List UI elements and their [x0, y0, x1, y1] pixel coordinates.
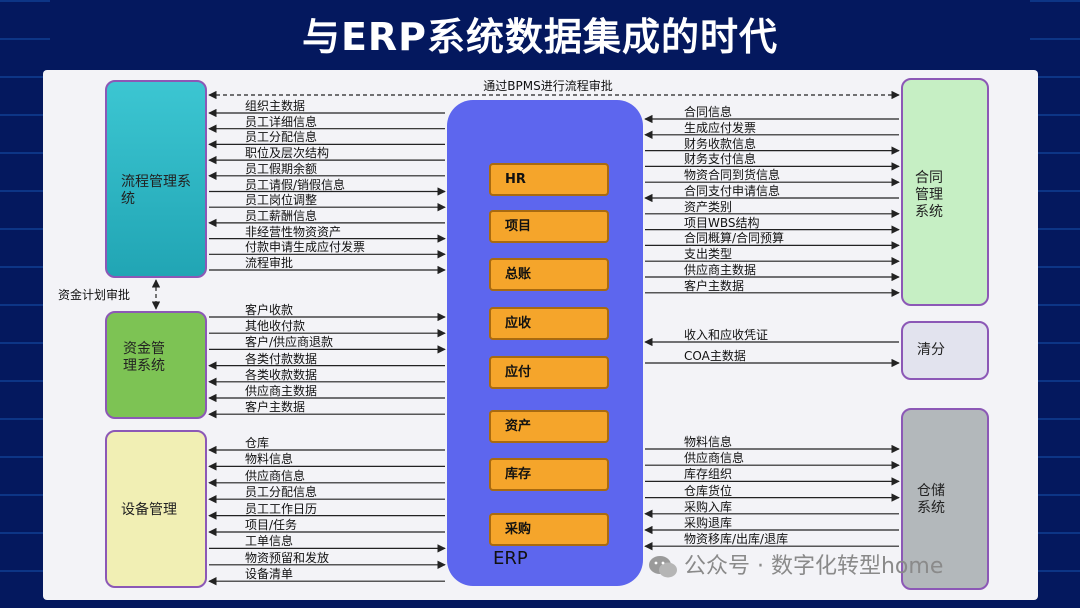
- process-flow-label: 员工薪酬信息: [245, 208, 318, 223]
- erp-module-receivables: 应收: [489, 307, 609, 340]
- slide-title: 与ERP系统数据集成的时代: [301, 15, 779, 59]
- diagram-panel: 组织主数据员工详细信息员工分配信息职位及层次结构员工假期余额员工请假/销假信息员…: [43, 70, 1038, 600]
- process-flow-label: 组织主数据: [245, 99, 306, 113]
- contract-flow-label: 财务收款信息: [684, 136, 757, 151]
- contract-system-label: 合同管理系统: [915, 170, 943, 220]
- erp-label: ERP: [493, 548, 528, 569]
- warehouse-flow-label: 采购退库: [684, 516, 733, 530]
- erp-module-hr: HR: [489, 163, 609, 196]
- contract-flow-label: 支出类型: [684, 247, 733, 262]
- contract-management-system: 合同管理系统: [901, 78, 989, 306]
- fund-flow-label: 供应商主数据: [245, 384, 318, 398]
- equipment-system-label: 设备管理: [121, 502, 177, 518]
- fund-management-system: 资金管理系统: [105, 311, 207, 419]
- wechat-icon: [649, 556, 677, 578]
- clearing-system: 清分: [901, 321, 989, 380]
- bpms-flow-label: 通过BPMS进行流程审批: [483, 79, 613, 93]
- fund-flow-label: 各类付款数据: [245, 351, 318, 366]
- contract-flow-label: 生成应付发票: [684, 120, 757, 135]
- fund-flow-label: 客户收款: [245, 303, 294, 317]
- erp-module-assets: 资产: [489, 410, 609, 443]
- equipment-flow-label: 员工分配信息: [245, 485, 318, 500]
- warehouse-flow-label: 库存组织: [684, 467, 733, 482]
- contract-flow-label: 合同支付申请信息: [684, 184, 781, 198]
- warehouse-flow-label: 物料信息: [684, 435, 733, 449]
- contract-flow-label: 客户主数据: [684, 278, 745, 293]
- equipment-flow-label: 员工工作日历: [245, 501, 318, 516]
- equipment-flow-label: 设备清单: [245, 567, 294, 582]
- process-flow-label: 员工假期余额: [245, 161, 318, 176]
- fund-flow-label: 客户/供应商退款: [245, 335, 334, 350]
- equipment-flow-label: 物资预留和发放: [245, 550, 330, 565]
- erp-module-inventory: 库存: [489, 458, 609, 491]
- equipment-flow-label: 工单信息: [245, 534, 294, 549]
- erp-module-general-ledger: 总账: [489, 258, 609, 291]
- watermark: 公众号 · 数字化转型home: [648, 548, 943, 580]
- warehouse-flow-label: 物资移库/出库/退库: [684, 532, 789, 547]
- warehouse-flow-label: 供应商信息: [684, 451, 745, 466]
- contract-flow-label: 合同概算/合同预算: [684, 231, 785, 246]
- flow-arrows: [151, 90, 900, 586]
- fund-flow-label: 其他收付款: [245, 319, 306, 334]
- process-flow-label: 员工详细信息: [245, 114, 318, 129]
- left-decoration: [0, 0, 50, 608]
- process-system-label: 流程管理系统: [121, 174, 191, 207]
- right-decoration: [1030, 0, 1080, 608]
- contract-flow-label: 资产类别: [684, 199, 733, 214]
- clearing-flow-label: 收入和应收凭证: [684, 328, 769, 342]
- erp-module-project: 项目: [489, 210, 609, 243]
- contract-flow-label: 物资合同到货信息: [684, 168, 781, 183]
- process-flow-label: 付款申请生成应付发票: [245, 240, 366, 255]
- process-management-system: 流程管理系统: [105, 80, 207, 278]
- equipment-flow-label: 物料信息: [245, 452, 294, 467]
- contract-flow-label: 合同信息: [684, 105, 733, 119]
- fund-system-label: 资金管理系统: [123, 341, 165, 374]
- warehouse-system: 仓储系统: [901, 408, 989, 590]
- contract-flow-label: 财务支付信息: [684, 152, 757, 167]
- warehouse-system-label: 仓储系统: [917, 483, 945, 516]
- process-flow-label: 员工请假/销假信息: [245, 177, 346, 192]
- process-flow-label: 职位及层次结构: [245, 146, 330, 161]
- process-flow-label: 非经营性物资资产: [245, 224, 342, 239]
- equipment-management-system: 设备管理: [105, 430, 207, 588]
- process-flow-label: 员工分配信息: [245, 130, 318, 145]
- fund-flow-label: 客户主数据: [245, 400, 306, 415]
- clearing-system-label: 清分: [917, 342, 945, 358]
- erp-module-payables: 应付: [489, 356, 609, 389]
- fund-flow-label: 各类收款数据: [245, 367, 318, 382]
- contract-flow-label: 供应商主数据: [684, 263, 757, 277]
- equipment-flow-label: 仓库: [245, 436, 270, 450]
- watermark-text: 公众号 · 数字化转型home: [684, 554, 944, 579]
- fund-plan-label: 资金计划审批: [58, 288, 131, 302]
- warehouse-flow-label: 仓库货位: [684, 483, 733, 498]
- process-flow-label: 员工岗位调整: [245, 193, 318, 208]
- erp-module-purchasing: 采购: [489, 513, 609, 546]
- process-flow-label: 流程审批: [245, 256, 294, 270]
- erp-system: HR 项目 总账 应收 应付 资产 库存 采购 ERP: [447, 100, 643, 586]
- contract-flow-label: 项目WBS结构: [684, 215, 760, 230]
- equipment-flow-label: 项目/任务: [245, 518, 298, 532]
- clearing-flow-label: COA主数据: [684, 349, 746, 363]
- equipment-flow-label: 供应商信息: [245, 468, 306, 483]
- warehouse-flow-label: 采购入库: [684, 499, 733, 514]
